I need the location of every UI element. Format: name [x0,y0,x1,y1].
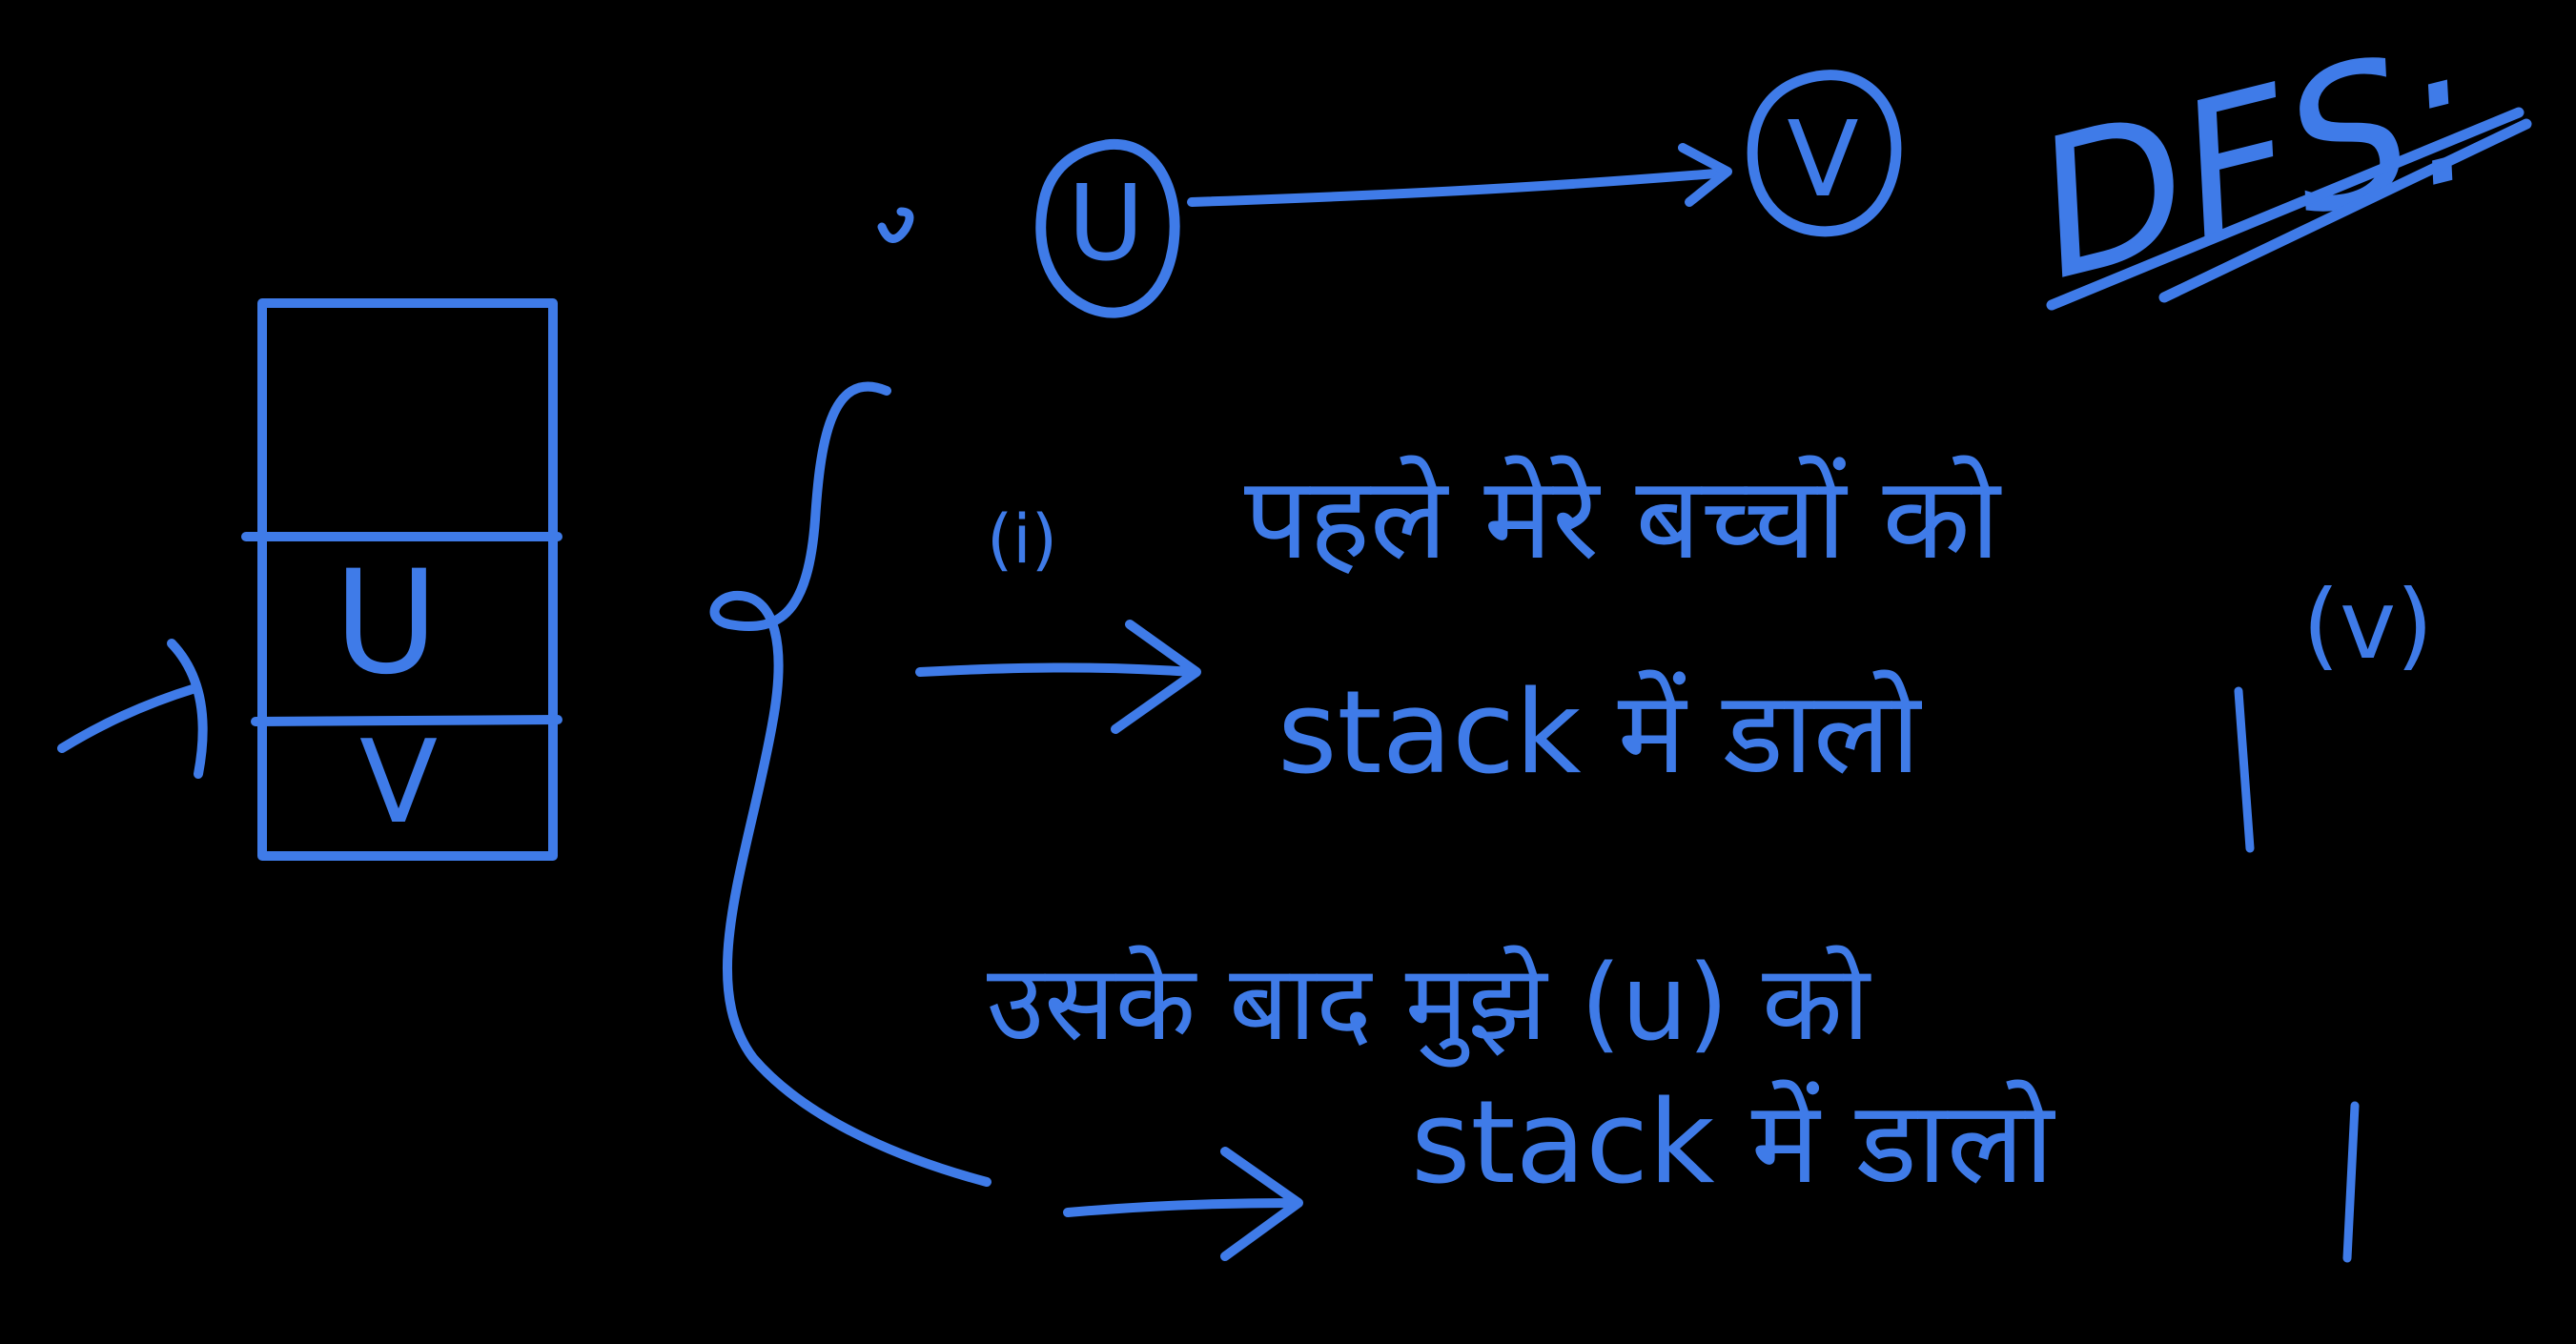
step-2-line-2-tail [2342,1101,2360,1263]
step-1-marker: (i) [987,500,1057,579]
stray-mark [877,207,914,243]
step-1-line-2-tail [2234,686,2255,853]
curly-brace [709,381,992,1187]
step-1-arrow [915,620,1201,734]
dfs-heading-text: DFS: [2014,0,2497,322]
dfs-underline-1 [2046,107,2525,311]
step-2: उसके बाद मुझे (u) को stack में डालो [987,942,2360,1263]
node-v-circle [1747,70,1902,237]
node-v-label: V [1787,98,1858,220]
stack-pointer-arrow [57,639,208,779]
step-1: (i) पहले मेरे बच्चों को stack में डालो (… [915,453,2433,853]
stack-divider-2 [251,715,562,726]
stack-cell-u: U [334,540,439,706]
graph-edge: U V [877,70,1902,318]
dfs-underline-2 [2158,118,2532,303]
step-1-line-2: stack में डालो [1278,667,1922,800]
step-2-line-2: stack में डालो [1411,1077,2055,1210]
edge-arrow-head [1678,143,1732,207]
edge-arrow-line [1187,169,1721,207]
step-1-note: (v) [2302,569,2433,681]
node-u-circle [1035,139,1180,318]
stack-cell-v: V [359,717,438,849]
step-1-line-1: पहले मेरे बच्चों को [1244,453,2002,585]
node-u-label: U [1068,162,1145,284]
stack-outline [257,298,558,861]
dfs-heading: DFS: [2014,0,2532,323]
step-2-line-1: उसके बाद मुझे (u) को [987,942,1872,1068]
stack-diagram: U V [57,298,562,861]
step-2-arrow [1063,1147,1303,1261]
